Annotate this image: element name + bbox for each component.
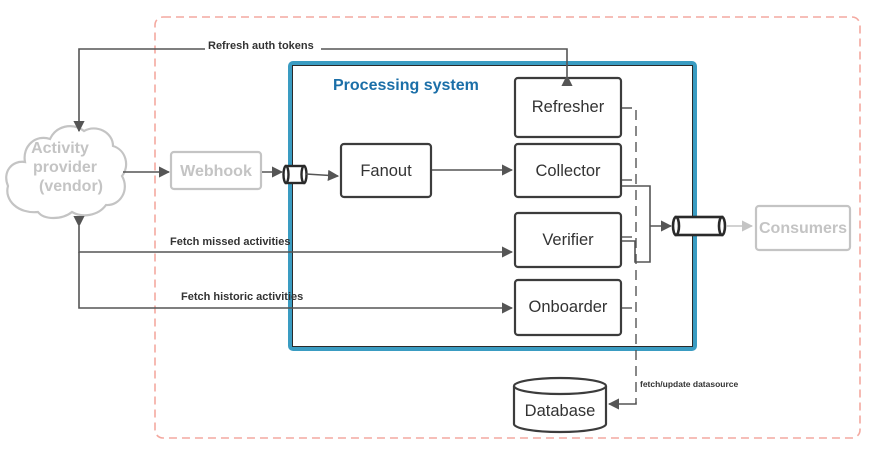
activity-provider-label-line2: provider: [33, 159, 97, 176]
refresh-auth-tokens-connector: [73, 48, 573, 133]
collector-box: [513, 142, 623, 199]
refresher-label: Refresher: [532, 98, 605, 116]
processing-system-title: Processing system: [333, 77, 479, 94]
onboarder-box: [513, 278, 623, 337]
refresh-auth-tokens-label: Refresh auth tokens: [208, 40, 314, 52]
consumers-label: Consumers: [759, 220, 847, 237]
verifier-box: [513, 211, 623, 269]
fanout-label: Fanout: [360, 162, 412, 180]
webhook-box: [169, 150, 263, 191]
fetch-historic-connector: [78, 252, 514, 314]
output-queue-icon: [671, 215, 727, 237]
verifier-label: Verifier: [542, 231, 594, 249]
processing-system-frame: [288, 61, 697, 351]
activity-provider-label-line3: (vendor): [39, 178, 103, 195]
fetch-update-datasource-label: fetch/update datasource: [640, 379, 739, 389]
webhook-label: Webhook: [180, 163, 252, 180]
database-cylinder: [512, 376, 608, 434]
fanout-box: [339, 142, 433, 199]
collector-label: Collector: [535, 162, 601, 180]
verifier-to-queue-line: [622, 226, 651, 263]
collector-to-queue-line: [622, 185, 651, 226]
queue-to-fanout-arrow: [305, 169, 340, 181]
webhook-queue-icon: [282, 164, 308, 185]
consumers-box: [754, 204, 852, 252]
onboarder-label: Onboarder: [529, 298, 608, 316]
fetch-historic-label: Fetch historic activities: [181, 291, 303, 303]
database-label: Database: [525, 402, 596, 420]
datasource-bus: [622, 107, 637, 402]
datasource-to-database-arrow: [607, 398, 637, 410]
activity-provider-label-line1: Activity: [31, 140, 89, 157]
fetch-missed-label: Fetch missed activities: [170, 236, 290, 248]
fetch-missed-connector: [73, 215, 514, 258]
outer-boundary: [154, 16, 861, 439]
